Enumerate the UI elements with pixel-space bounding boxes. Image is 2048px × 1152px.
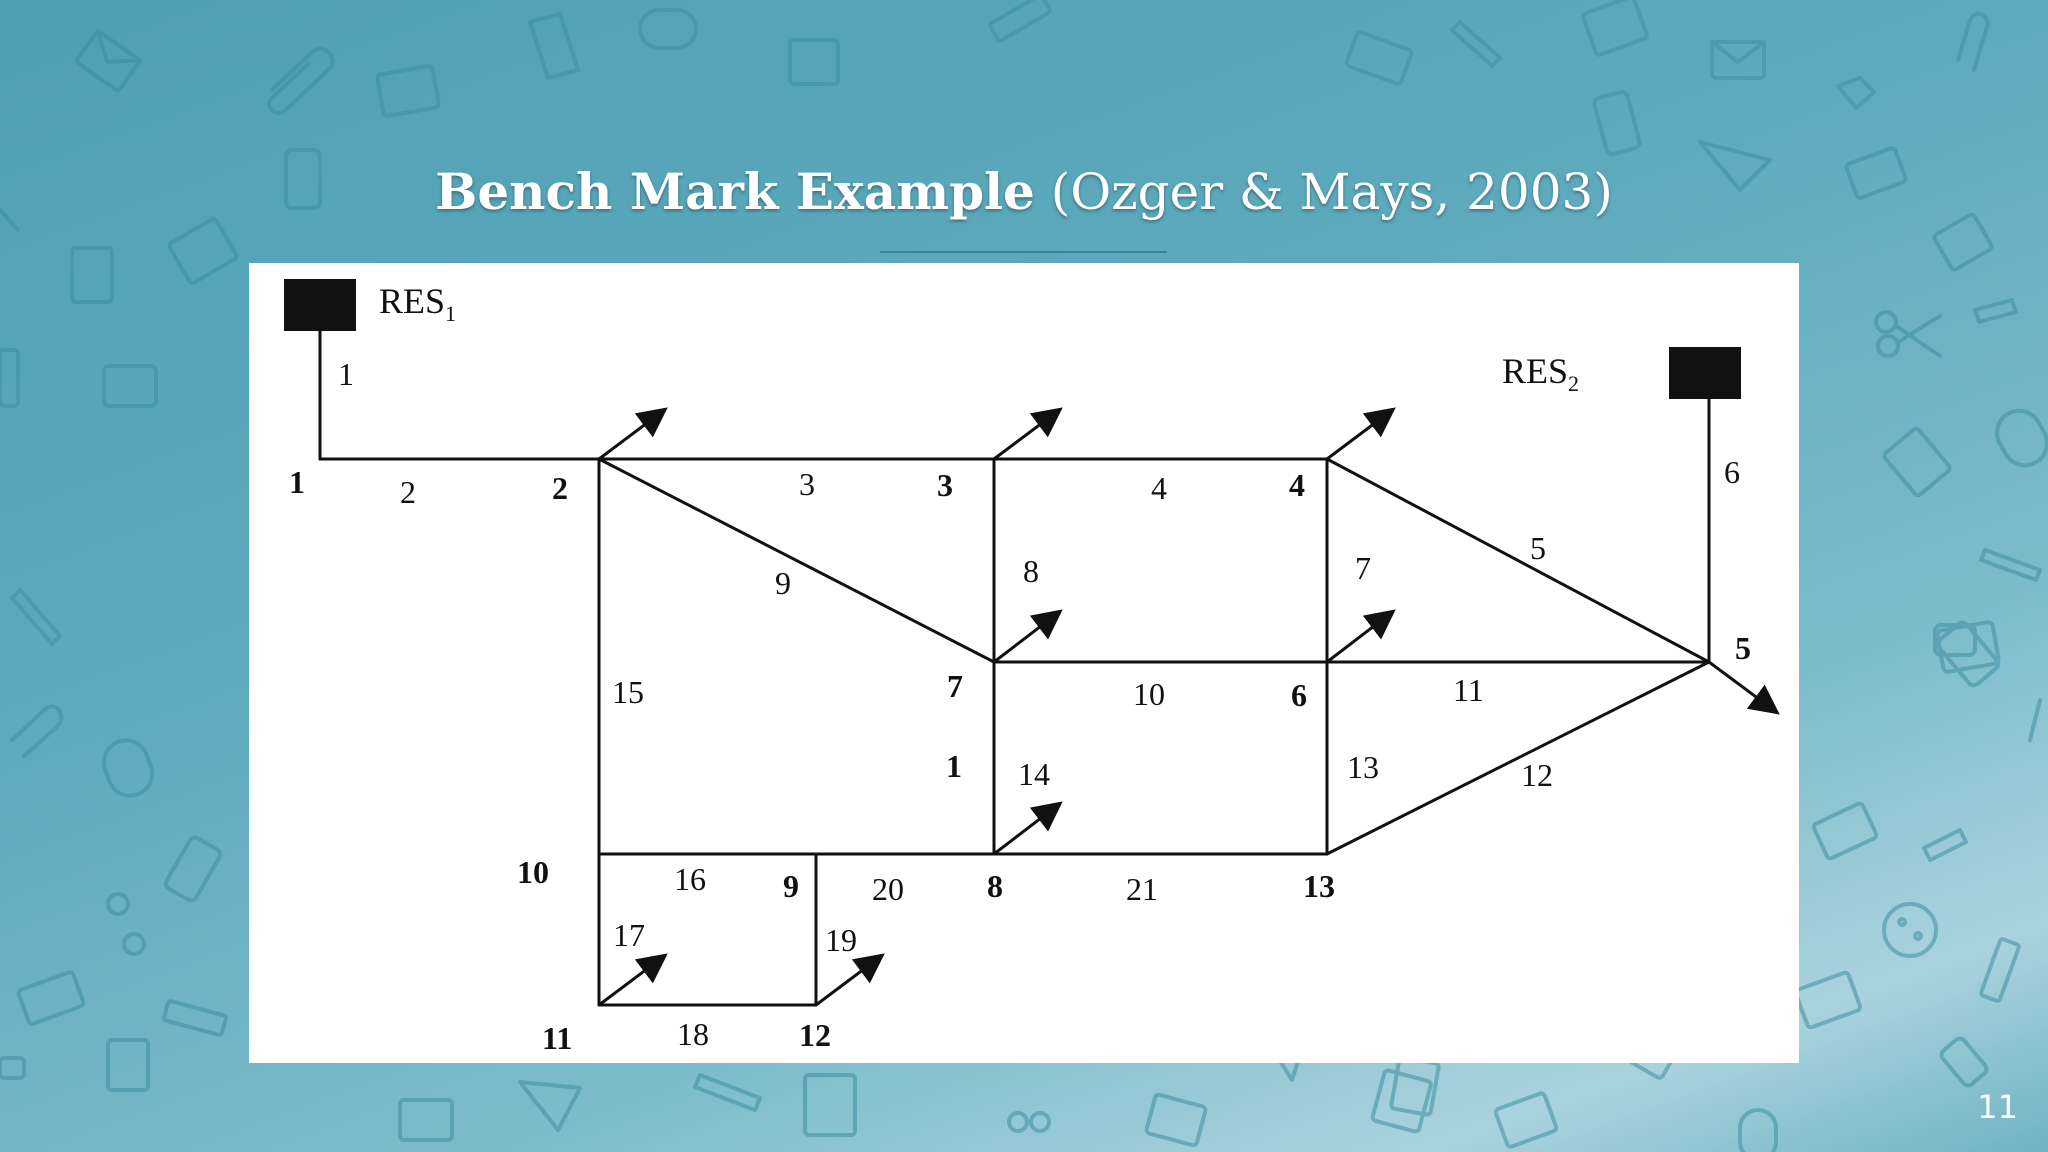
node-label-13: 13 — [1303, 868, 1335, 904]
demand-arrow-node-3 — [993, 407, 1063, 461]
node-label-4: 4 — [1289, 467, 1305, 503]
pipe-label-13: 13 — [1347, 749, 1379, 785]
pipe-network-diagram: RES1 RES2 1 2 3 4 5 6 7 1 8 9 10 11 12 1… — [284, 279, 1780, 1056]
slide-title: Bench Mark Example (Ozger & Mays, 2003) — [0, 162, 2048, 221]
pipe-label-12: 12 — [1521, 757, 1553, 793]
pipe-label-3: 3 — [799, 466, 815, 502]
page-number: 11 — [1977, 1088, 2018, 1126]
reservoir-2-label: RES2 — [1502, 351, 1579, 396]
demand-arrow-node-5 — [1708, 660, 1780, 715]
pipe-label-16: 16 — [674, 861, 706, 897]
slide-title-citation: (Ozger & Mays, 2003) — [1050, 163, 1613, 221]
reservoir-1-block — [284, 279, 356, 331]
pipe-label-2: 2 — [400, 474, 416, 510]
pipe-5 — [1325, 457, 1711, 664]
node-label-7: 7 — [947, 668, 963, 704]
pipe-lines — [318, 329, 1711, 1007]
node-label-8: 8 — [987, 868, 1003, 904]
pipe-label-9: 9 — [775, 565, 791, 601]
pipe-label-5: 5 — [1530, 530, 1546, 566]
node-label-3: 3 — [937, 467, 953, 503]
figure-panel: RES1 RES2 1 2 3 4 5 6 7 1 8 9 10 11 12 1… — [249, 263, 1799, 1063]
node-label-1: 1 — [289, 464, 305, 500]
pipe-12 — [1325, 660, 1711, 856]
pipe-label-7: 7 — [1355, 550, 1371, 586]
title-underline — [880, 251, 1167, 253]
pipe-label-4: 4 — [1151, 470, 1167, 506]
pipe-label-10: 10 — [1133, 676, 1165, 712]
slide-title-bold: Bench Mark Example — [435, 162, 1035, 221]
demand-arrow-node-2 — [598, 407, 668, 461]
node-label-6: 6 — [1291, 677, 1307, 713]
demand-arrow-node-6 — [1326, 609, 1396, 664]
pipe-label-1: 1 — [338, 356, 354, 392]
node-label-12: 12 — [799, 1017, 831, 1053]
pipe-label-20: 20 — [872, 871, 904, 907]
pipe-label-17: 17 — [613, 917, 645, 953]
demand-arrow-node-8 — [993, 801, 1063, 856]
pipe-label-11: 11 — [1453, 672, 1484, 708]
node-label-9: 9 — [783, 868, 799, 904]
demand-arrow-node-12 — [815, 953, 885, 1007]
reservoir-1-label: RES1 — [379, 281, 456, 326]
pipe-label-15: 15 — [612, 674, 644, 710]
node-label-1-alt: 1 — [946, 748, 962, 784]
demand-arrow-node-4 — [1326, 407, 1396, 461]
node-label-2: 2 — [552, 470, 568, 506]
pipe-label-14: 14 — [1018, 756, 1050, 792]
pipe-label-19: 19 — [825, 922, 857, 958]
demand-arrow-node-11 — [598, 953, 668, 1007]
node-label-10: 10 — [517, 854, 549, 890]
node-label-5: 5 — [1735, 630, 1751, 666]
demand-arrow-node-7 — [993, 609, 1063, 664]
pipe-label-18: 18 — [677, 1016, 709, 1052]
pipe-9 — [597, 457, 996, 664]
reservoir-2-block — [1669, 347, 1741, 399]
pipe-label-21: 21 — [1126, 871, 1158, 907]
pipe-label-6: 6 — [1724, 454, 1740, 490]
demand-arrows — [598, 407, 1780, 1007]
node-label-11: 11 — [542, 1020, 572, 1056]
pipe-label-8: 8 — [1023, 553, 1039, 589]
